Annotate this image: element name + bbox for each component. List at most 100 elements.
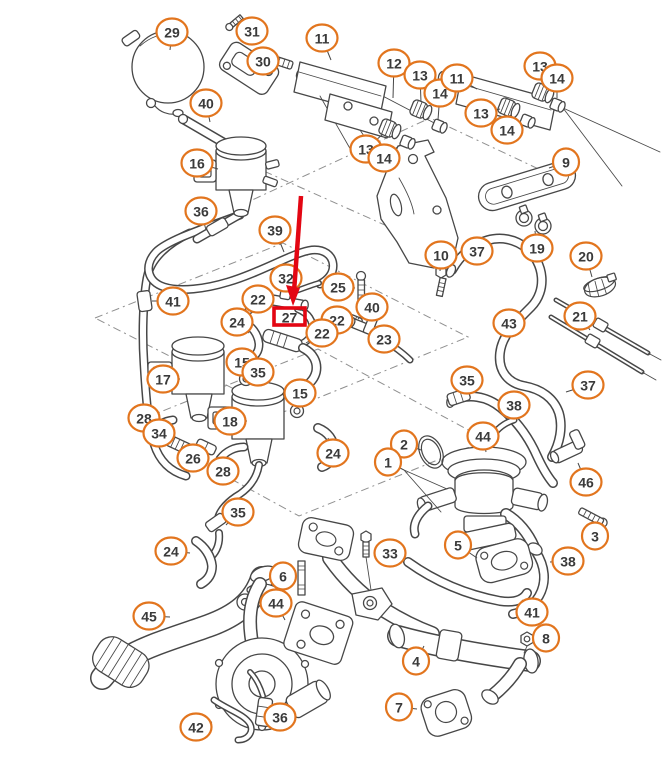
callout-4-62[interactable]: 4	[401, 645, 431, 676]
callout-37-21[interactable]: 37	[460, 236, 494, 266]
bushing-14	[431, 118, 448, 134]
callout-label: 8	[542, 631, 550, 647]
callout-44-59[interactable]: 44	[259, 588, 293, 621]
callout-39-18[interactable]: 39	[258, 215, 292, 253]
callout-24-43[interactable]: 24	[316, 437, 350, 468]
callout-36-17[interactable]: 36	[184, 196, 218, 231]
hose-43	[448, 235, 565, 461]
callout-35-35[interactable]: 35	[241, 357, 275, 387]
callout-1-48[interactable]: 1	[373, 447, 405, 477]
callout-label: 29	[164, 25, 180, 41]
callout-label: 6	[279, 569, 287, 585]
callout-label: 22	[250, 292, 266, 308]
callout-11-3[interactable]: 11	[305, 23, 339, 61]
hose-below-18	[215, 462, 262, 521]
callout-7-64[interactable]: 7	[384, 692, 418, 722]
highlighted-part-label[interactable]: 27	[282, 310, 298, 326]
callout-42-63[interactable]: 42	[179, 712, 213, 742]
callout-22-30[interactable]: 22	[305, 318, 339, 348]
callout-5-54[interactable]: 5	[443, 530, 478, 560]
callout-35-51[interactable]: 35	[221, 497, 255, 527]
callout-19-19[interactable]: 19	[520, 230, 554, 263]
callout-44-49[interactable]: 44	[466, 421, 500, 453]
pipe-collar	[435, 629, 463, 662]
callout-6-57[interactable]: 6	[268, 561, 298, 591]
callout-37-45[interactable]: 37	[565, 370, 605, 400]
callout-label: 22	[314, 326, 330, 342]
callout-14-11[interactable]: 14	[490, 115, 524, 145]
callout-21-32[interactable]: 21	[563, 301, 597, 331]
callout-label: 14	[549, 71, 565, 87]
callout-12-4[interactable]: 12	[377, 48, 411, 99]
callout-15-36[interactable]: 15	[283, 378, 317, 408]
check-valve-46	[549, 429, 586, 464]
parts-art	[90, 14, 662, 744]
callout-41-60[interactable]: 41	[515, 597, 549, 627]
callout-17-37[interactable]: 17	[146, 364, 181, 394]
callout-26-41[interactable]: 26	[176, 443, 210, 473]
callout-label: 40	[198, 96, 214, 112]
callout-14-9[interactable]: 14	[540, 63, 574, 99]
callout-38-56[interactable]: 38	[549, 546, 585, 576]
callout-36-65[interactable]: 36	[263, 702, 297, 732]
callout-31-1[interactable]: 31	[235, 16, 269, 46]
callout-29-0[interactable]: 29	[155, 17, 189, 51]
callout-16-16[interactable]: 16	[180, 148, 219, 178]
callout-11-7[interactable]: 11	[440, 63, 478, 93]
callout-41-23[interactable]: 41	[152, 286, 190, 316]
callout-label: 35	[230, 505, 246, 521]
callout-2-47[interactable]: 2	[389, 429, 422, 459]
callout-34-39[interactable]: 34	[142, 418, 176, 448]
oil-line	[248, 670, 265, 698]
vacuum-reservoir-29	[121, 29, 205, 118]
callout-23-31[interactable]: 23	[367, 324, 401, 354]
callout-24-28[interactable]: 24	[220, 307, 254, 337]
callout-35-44[interactable]: 35	[450, 365, 484, 395]
hose-36-sleeve	[205, 217, 229, 237]
callout-label: 34	[151, 426, 167, 442]
callout-label: 2	[400, 437, 408, 453]
callout-label: 24	[229, 315, 245, 331]
callout-24-52[interactable]: 24	[154, 536, 191, 566]
callout-46-50[interactable]: 46	[569, 462, 603, 497]
hose-39	[145, 212, 337, 293]
callout-label: 41	[165, 294, 181, 310]
highlight-arrow-shaft	[292, 195, 304, 289]
callout-25-25[interactable]: 25	[321, 272, 356, 302]
callout-22-27[interactable]: 22	[241, 284, 275, 314]
callout-label: 33	[382, 546, 398, 562]
callout-45-58[interactable]: 45	[132, 601, 171, 631]
callout-38-46[interactable]: 38	[497, 390, 531, 420]
callout-label: 18	[222, 414, 238, 430]
hose-45-corrugation	[92, 636, 150, 689]
callout-9-14[interactable]: 9	[548, 147, 581, 177]
callout-10-20[interactable]: 10	[424, 240, 458, 272]
callout-label: 36	[272, 710, 288, 726]
callout-40-26[interactable]: 40	[355, 292, 389, 322]
callout-40-15[interactable]: 40	[189, 88, 223, 123]
callout-label: 44	[475, 429, 491, 445]
callout-8-61[interactable]: 8	[531, 623, 561, 653]
callout-18-40[interactable]: 18	[213, 406, 248, 436]
hose-42	[212, 698, 254, 742]
callout-33-55[interactable]: 33	[373, 538, 407, 568]
callout-label: 7	[395, 700, 403, 716]
hose-38-upper	[448, 393, 557, 487]
callout-28-42[interactable]: 28	[206, 456, 240, 486]
callout-label: 14	[376, 151, 392, 167]
callout-13-5[interactable]: 13	[403, 60, 437, 103]
callout-14-13[interactable]: 14	[367, 143, 401, 173]
callout-label: 24	[325, 446, 341, 462]
callout-label: 36	[193, 204, 209, 220]
callout-20-22[interactable]: 20	[569, 241, 603, 278]
highlight-box	[272, 306, 307, 327]
callout-3-53[interactable]: 3	[580, 521, 610, 551]
o-ring-2	[418, 435, 444, 469]
callout-43-33[interactable]: 43	[492, 308, 526, 338]
callout-13-10[interactable]: 13	[464, 98, 501, 128]
callout-label: 11	[450, 71, 465, 87]
flange-plate	[297, 517, 355, 561]
callout-30-2[interactable]: 30	[246, 46, 280, 76]
